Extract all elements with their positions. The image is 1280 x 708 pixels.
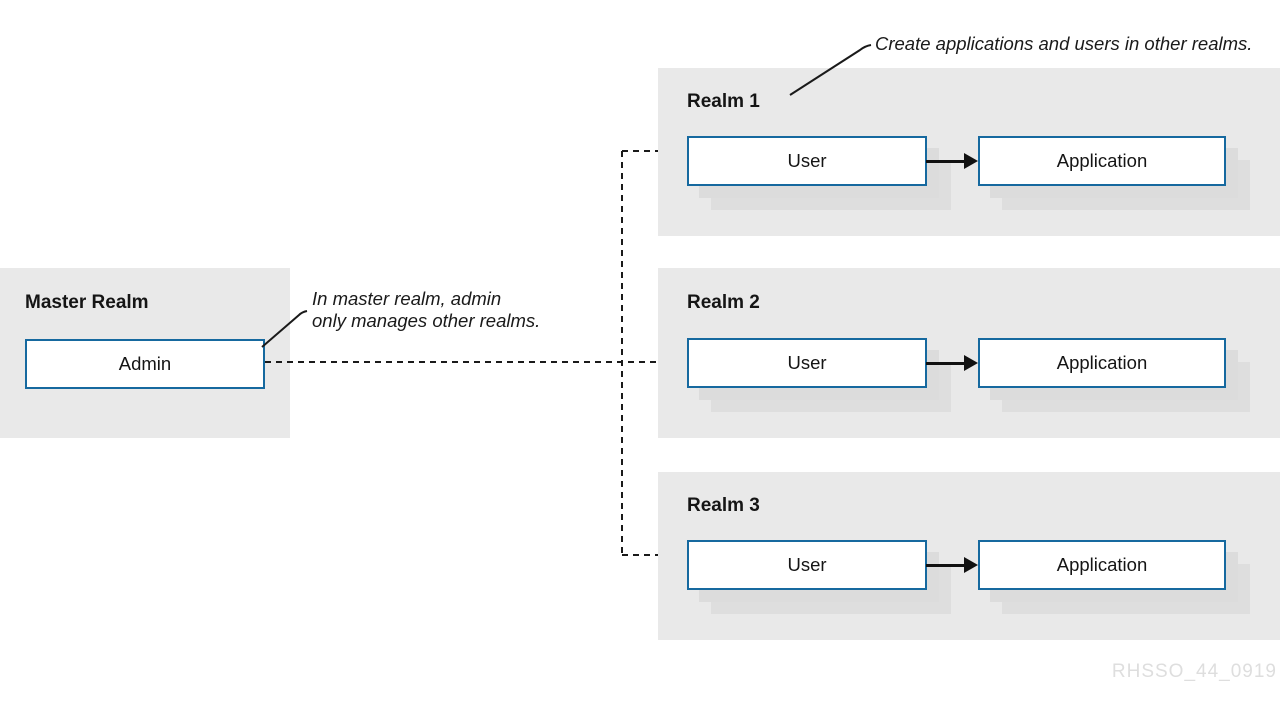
watermark-label: RHSSO_44_0919 — [1111, 661, 1277, 682]
user-node-label: User — [787, 352, 827, 373]
application-node-label: Application — [1056, 554, 1148, 575]
admin-node: Admin — [25, 339, 265, 389]
realm-3-title: Realm 3 — [687, 495, 760, 516]
annotation-master-note-line1: In master realm, admin — [312, 288, 502, 309]
annotation-master-note: In master realm, admin only manages othe… — [312, 288, 540, 331]
user-to-application-arrow-shaft — [926, 159, 966, 163]
user-node-label: User — [787, 150, 827, 171]
realm-3-panel: Realm 3 User Application — [658, 472, 1280, 640]
realm-2-title: Realm 2 — [687, 292, 760, 313]
application-node-realm-2: Application — [978, 338, 1226, 388]
annotation-master-note-line2: only manages other realms. — [312, 309, 541, 331]
admin-node-label: Admin — [118, 353, 172, 374]
realm-2-panel: Realm 2 User Application — [658, 268, 1280, 438]
application-node-label: Application — [1056, 352, 1148, 373]
application-node-realm-3: Application — [978, 540, 1226, 590]
user-node-realm-1: User — [687, 136, 927, 186]
user-to-application-arrow-head — [964, 153, 978, 169]
user-node-realm-3: User — [687, 540, 927, 590]
realm-1-panel: Realm 1 User Application — [658, 68, 1280, 236]
user-node-label: User — [787, 554, 827, 575]
master-realm-panel: Master Realm Admin — [0, 268, 290, 438]
realm-1-title: Realm 1 — [687, 91, 760, 112]
user-to-application-arrow-shaft — [926, 563, 966, 567]
application-node-realm-1: Application — [978, 136, 1226, 186]
user-to-application-arrow-shaft — [926, 361, 966, 365]
master-realm-title: Master Realm — [25, 292, 149, 313]
user-node-realm-2: User — [687, 338, 927, 388]
annotation-create-apps: Create applications and users in other r… — [875, 33, 1253, 54]
user-to-application-arrow-head — [964, 355, 978, 371]
application-node-label: Application — [1056, 150, 1148, 171]
user-to-application-arrow-head — [964, 557, 978, 573]
